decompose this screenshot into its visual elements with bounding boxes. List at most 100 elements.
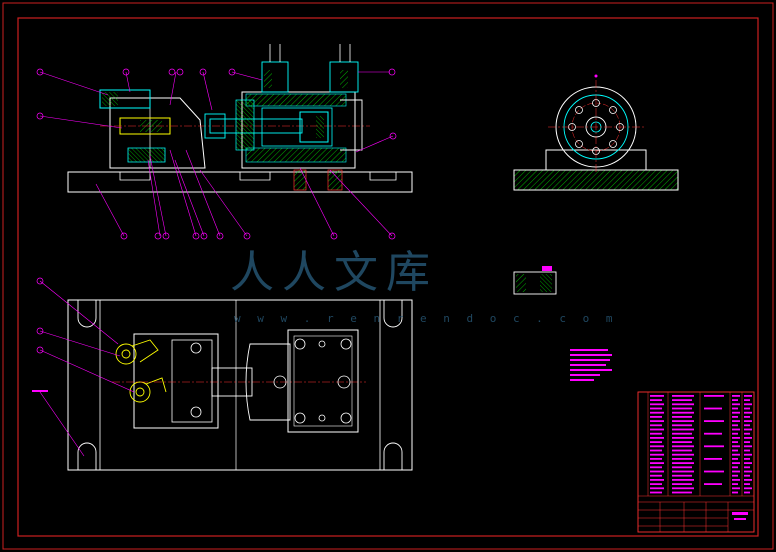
bom-cell-mark <box>732 474 738 477</box>
bom-cell-mark <box>744 466 750 469</box>
balloon <box>162 232 170 240</box>
bom-cell-mark <box>672 458 692 460</box>
bom-cell-mark <box>650 395 664 397</box>
balloon <box>388 68 396 76</box>
bom-cell-mark <box>744 399 750 401</box>
bom-cell-mark <box>704 432 722 435</box>
clamp-lever-bottom <box>129 377 167 403</box>
bom-cell-mark <box>672 483 692 485</box>
bom-cell-mark <box>732 491 738 494</box>
fitting-hatch <box>264 70 272 88</box>
bom-cell-mark <box>732 445 740 448</box>
bom-cell-mark <box>650 437 664 439</box>
rod-end <box>204 113 226 139</box>
bom-cell-mark <box>672 437 694 439</box>
bom-cell-mark <box>672 420 694 422</box>
top-clamp-hatch <box>102 92 118 106</box>
bom-cell-mark <box>732 462 740 464</box>
bom-cell-mark <box>672 474 692 477</box>
bom-cell-mark <box>650 491 662 494</box>
fixture-body <box>133 333 219 429</box>
bom-cell-mark <box>672 424 692 427</box>
bom-frame <box>637 391 755 533</box>
bom-cell-mark <box>672 491 692 494</box>
top-clamp <box>99 89 151 109</box>
title-block <box>637 391 755 533</box>
bom-cell-mark <box>732 403 740 406</box>
bom-cell-mark <box>744 453 752 456</box>
fixture-hole-top <box>190 342 202 354</box>
bom-cell-mark <box>650 445 664 448</box>
plan-base <box>67 299 413 471</box>
balloon <box>120 232 128 240</box>
bom-cell-mark <box>704 395 724 397</box>
bom-cell-mark <box>732 479 740 481</box>
housing-wall-bottom <box>245 147 347 163</box>
support-block <box>109 97 206 169</box>
side-marker <box>594 74 598 78</box>
bom-cell-mark <box>650 487 664 490</box>
notes-line <box>570 379 594 381</box>
bom-cell-mark <box>672 399 692 401</box>
balloon <box>200 232 208 240</box>
bom-cell-mark <box>744 474 750 477</box>
bom-cell-mark <box>704 458 722 460</box>
bom-cell-mark <box>732 458 738 460</box>
bom-cell-mark <box>732 487 740 490</box>
bom-cell-mark <box>732 437 740 439</box>
workpiece-hatch <box>140 120 162 132</box>
bom-cell-mark <box>744 441 750 443</box>
fitting-body <box>329 61 359 93</box>
bom-cell-mark <box>744 470 752 473</box>
bom-cell-mark <box>672 462 694 464</box>
inner-border <box>17 17 759 537</box>
bom-cell-mark <box>672 479 694 481</box>
balloon <box>36 327 44 335</box>
plan-leaders <box>39 280 135 457</box>
title-name-cell-2 <box>734 518 746 520</box>
fitting-hatch <box>340 70 348 88</box>
bom-cell-mark <box>704 445 724 448</box>
bom-cell-mark <box>672 403 694 406</box>
bom-cell-mark <box>650 466 662 469</box>
balloon <box>176 68 184 76</box>
bom-grid <box>638 392 754 532</box>
notes-line <box>570 359 610 361</box>
bom-cell-mark <box>732 449 738 452</box>
balloon <box>36 277 44 285</box>
bom-cell-mark <box>672 466 692 469</box>
balloon <box>122 68 130 76</box>
bom-cell-mark <box>732 428 740 431</box>
bom-cell-mark <box>704 483 722 485</box>
bom-cell-mark <box>650 462 664 464</box>
balloon <box>154 232 162 240</box>
bom-cell-mark <box>732 399 738 401</box>
balloon <box>330 232 338 240</box>
plan-label-bar <box>32 390 48 392</box>
bom-cell-mark <box>672 411 694 414</box>
fixture-hole-bottom <box>190 406 202 418</box>
detail-tag <box>542 266 552 271</box>
bom-cell-mark <box>744 432 750 435</box>
notes-line <box>570 364 606 366</box>
bom-row-text <box>650 395 752 494</box>
bom-cell-mark <box>744 424 750 427</box>
notes-line <box>570 374 600 376</box>
bom-cell-mark <box>744 411 752 414</box>
bom-cell-mark <box>650 479 664 481</box>
bom-cell-mark <box>732 407 738 410</box>
balloon <box>228 68 236 76</box>
bom-cell-mark <box>672 441 692 443</box>
plan-view <box>32 277 413 471</box>
plan-rod <box>211 367 253 397</box>
notes-line <box>570 369 612 371</box>
bom-cell-mark <box>650 420 664 422</box>
bom-cell-mark <box>650 432 662 435</box>
plan-cylinder-neck <box>245 343 291 421</box>
bom-cell-mark <box>744 403 752 406</box>
base-bolt-section <box>293 169 307 191</box>
base-bolt-section-2 <box>327 169 343 191</box>
fitting-body <box>261 61 289 93</box>
plan-balloons <box>36 277 44 354</box>
